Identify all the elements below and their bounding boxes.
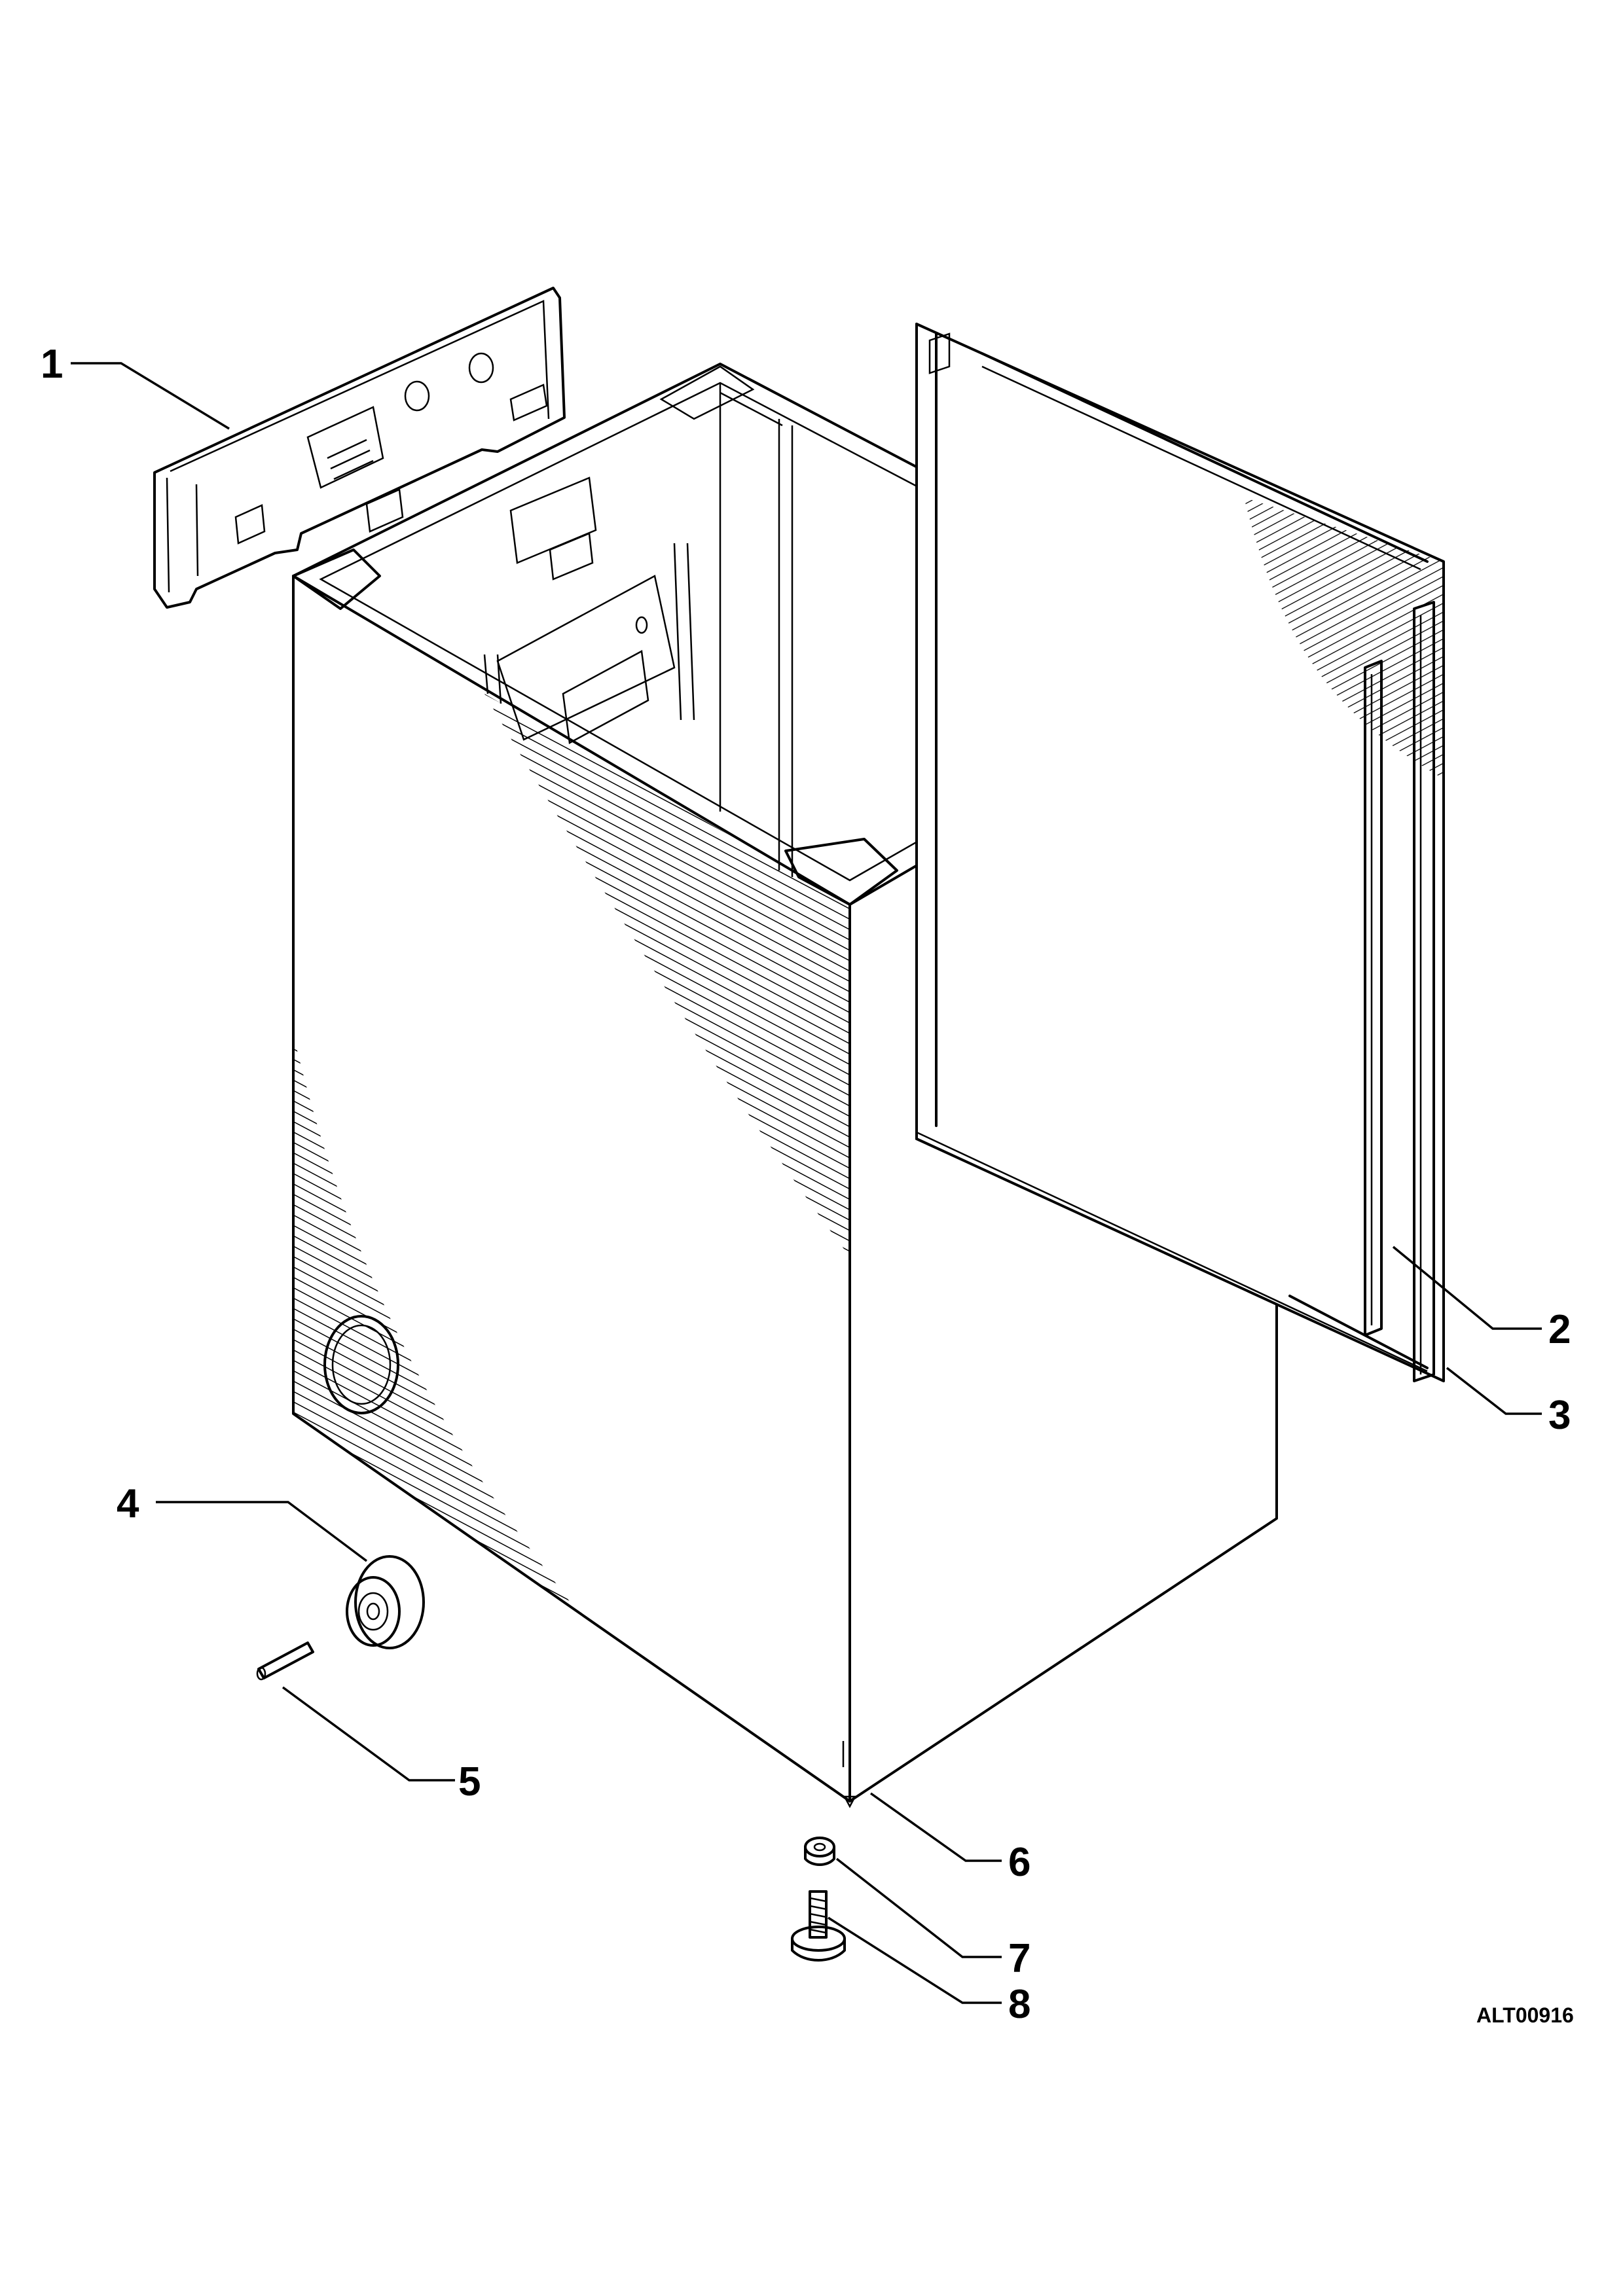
wheel (346, 1555, 425, 1649)
nut (804, 1837, 835, 1866)
leader-4 (156, 1501, 368, 1562)
callout-3: 3 (1548, 1393, 1571, 1438)
callout-8: 8 (1008, 1982, 1030, 2027)
leader-8 (828, 1916, 1002, 2004)
back-panel (915, 323, 1445, 1382)
leader-7 (835, 1857, 1002, 1958)
callout-5: 5 (458, 1759, 481, 1804)
leader-5 (282, 1686, 455, 1782)
leader-3 (1446, 1367, 1542, 1415)
leader-lines (71, 362, 1542, 2004)
control-panel-bracket (153, 287, 566, 609)
leader-6 (869, 1792, 1002, 1862)
callout-7: 7 (1008, 1936, 1030, 1981)
callout-6: 6 (1008, 1840, 1030, 1885)
callout-4: 4 (117, 1481, 139, 1526)
callout-1: 1 (41, 342, 63, 387)
callout-2: 2 (1548, 1307, 1571, 1352)
leader-1 (71, 362, 230, 430)
back-panel-rail (1288, 601, 1435, 1382)
adjustable-foot (791, 1890, 846, 1962)
leader-2 (1392, 1246, 1542, 1330)
callout-labels: 1 2 3 4 5 6 7 8 ALT00916 (41, 342, 1574, 2027)
drawing-reference: ALT00916 (1476, 2003, 1574, 2027)
wheel-axle-pin (256, 1641, 314, 1681)
